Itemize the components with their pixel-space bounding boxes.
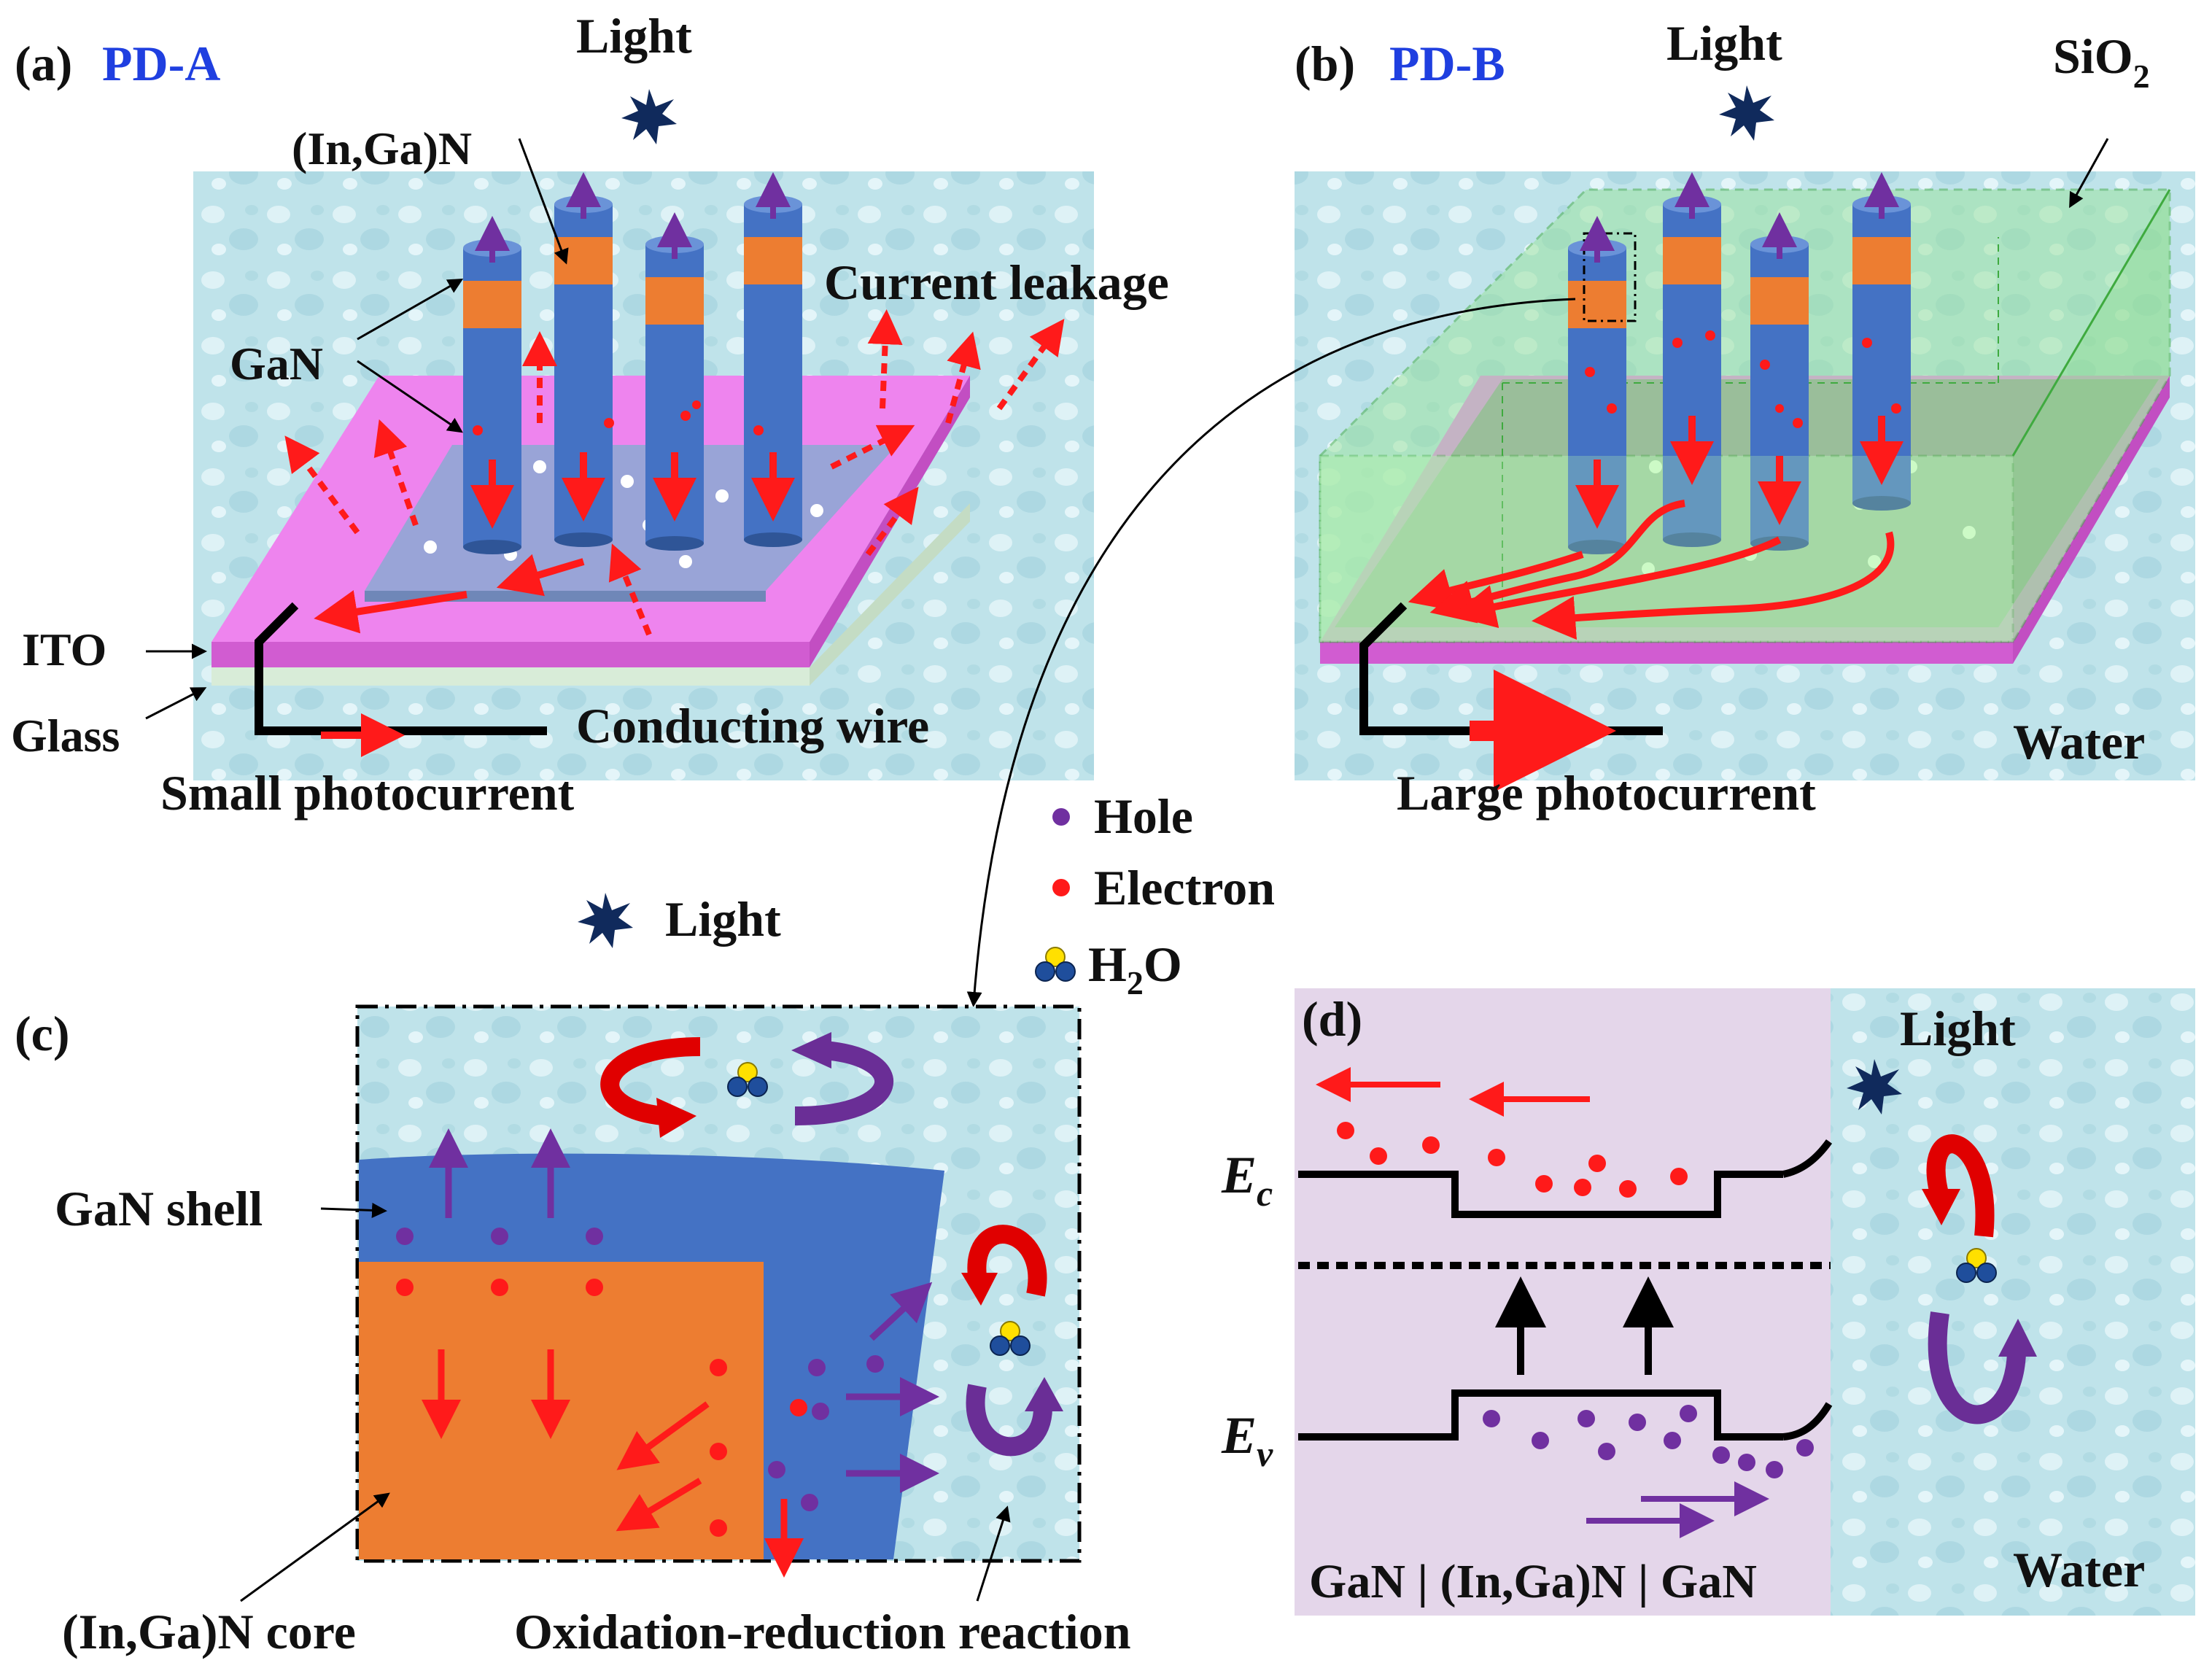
ev-label: Ev [1221,1406,1273,1474]
reduction-arrow [600,1037,701,1125]
hole-arrows [429,1128,939,1493]
current-leakage-label: Current leakage [824,255,1169,310]
valence-band-edge [1298,1389,1783,1441]
electron-arrows [422,1349,804,1578]
label-pointers [240,1202,1011,1602]
panel-d-tag: (d) [1302,991,1362,1047]
panel-a-tag: (a) [15,36,72,91]
sio2-label: SiO2 [2053,28,2150,95]
electron-legend-label: Electron [1094,860,1275,915]
legend: Hole Electron H2O [1035,788,1275,1001]
panel-a: (a) PD-A Light (In,Ga)N GaN Current leak… [11,8,1169,821]
electron-legend-marker [1052,879,1070,896]
redox-reaction-label: Oxidation-reduction reaction [514,1604,1131,1659]
conduction-band-edge [1298,1171,1783,1218]
ito-label: ITO [22,624,106,675]
panel-b-water-label: Water [2013,714,2145,769]
label-pointers [145,138,569,720]
light-star-icon [621,89,677,144]
panel-a-light-label: Light [576,8,692,63]
electron-path-arrows [1408,416,1904,640]
hole-legend-label: Hole [1094,788,1193,844]
oxidation-arrow [966,1384,1052,1457]
valence-holes [1483,1405,1814,1478]
panel-b-light-label: Light [1666,15,1782,71]
glass-layer [212,667,810,686]
electron-flow-arrows [1316,1067,1590,1117]
hole-escape-arrows [1580,172,1899,263]
layer-stack-label: GaN | (In,Ga)N | GaN [1309,1555,1757,1608]
oxidation-arrow [794,1041,893,1125]
ingan-label: (In,Ga)N [292,123,472,174]
panel-a-name: PD-A [102,36,220,91]
large-photocurrent-label: Large photocurrent [1397,765,1816,821]
hole-legend-marker [1052,808,1070,826]
conducting-wire-label: Conducting wire [576,698,929,753]
panel-d-light-label: Light [1900,1001,2016,1056]
oxidation-arrow [1928,1311,2026,1424]
h2o-legend-icon [1035,947,1076,982]
gan-shell-label: GaN shell [55,1181,263,1236]
panel-b-name: PD-B [1389,36,1505,91]
wire-electrons [1585,330,1901,428]
electron-drift-arrows [314,452,795,634]
zoom-connector-arrow [966,298,1576,1007]
panel-c-tag: (c) [15,1006,69,1061]
hole-escape-arrows [475,172,791,263]
glass-label: Glass [11,710,120,761]
holes [396,1228,884,1511]
panel-d: (d) Light Ec Ev GaN | (In,Ga)N | GaN Wat… [1221,988,2195,1616]
current-leakage-arrows [284,309,1065,636]
electrons [396,1279,807,1537]
reduction-arrow [967,1225,1047,1297]
panel-c-light-label: Light [665,891,781,947]
gan-label: GaN [230,338,323,389]
reduction-arrow [1926,1134,1995,1238]
light-star-icon [578,893,633,948]
hole-flow-arrows [1586,1481,1769,1538]
wire-electrons [473,400,764,435]
panel-d-water-label: Water [2013,1542,2145,1597]
panel-b-tag: (b) [1295,36,1355,91]
h2o-legend-label: H2O [1088,937,1182,1001]
excitation-arrows [1495,1276,1674,1375]
panel-b: (b) PD-B Light SiO2 Water Large photocur… [1295,15,2195,821]
ingan-core-label: (In,Ga)N core [62,1604,356,1659]
light-star-icon [1719,85,1774,141]
ec-label: Ec [1221,1146,1273,1214]
sio2-pointer [2069,138,2109,209]
conduction-electrons [1337,1122,1688,1198]
small-photocurrent-label: Small photocurrent [160,765,575,821]
panel-c: (c) Light GaN shell (In,Ga)N core Oxidat… [15,891,1131,1659]
